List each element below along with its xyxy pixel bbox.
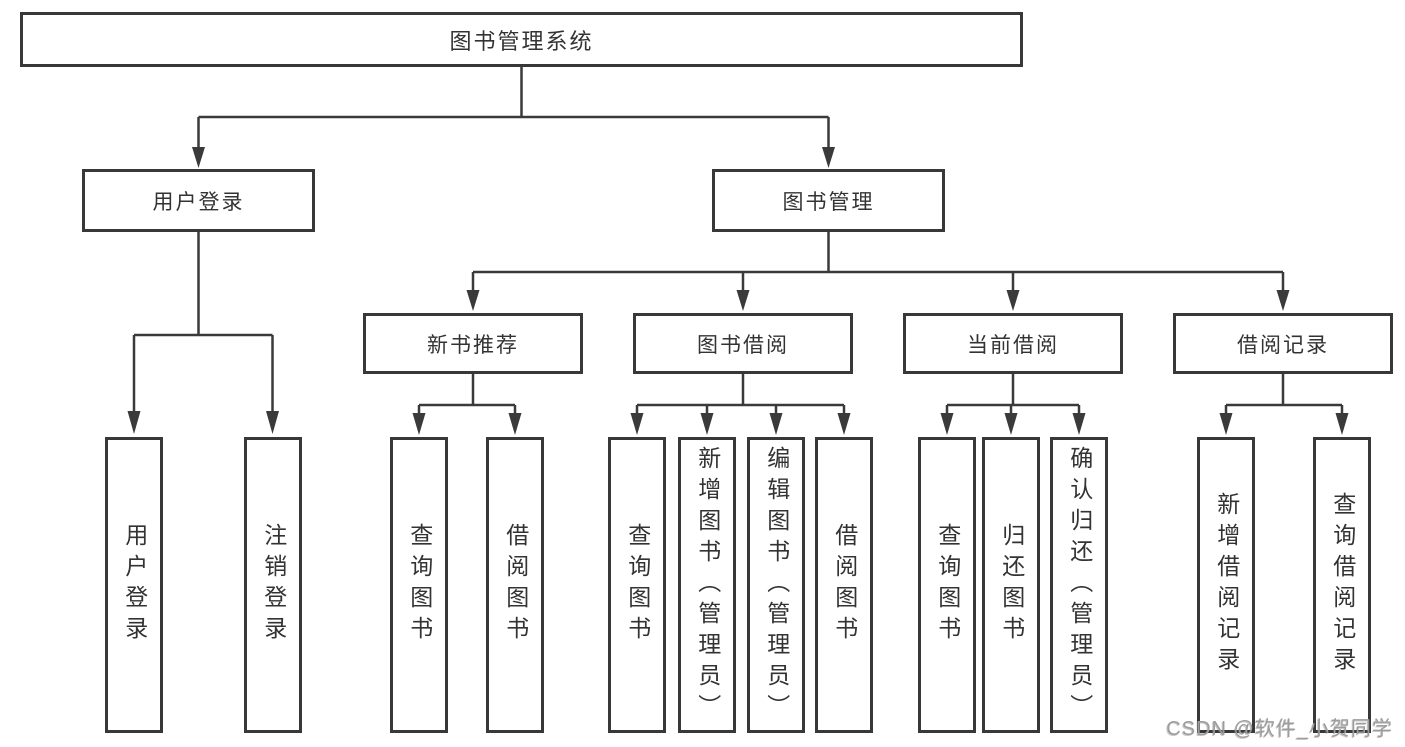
node-book-borrow-label: 图书借阅: [697, 333, 789, 357]
leaf-add-books-admin: 新增图书（管理员）: [678, 437, 736, 733]
node-new-book-recommend-label: 新书推荐: [427, 333, 519, 357]
node-new-book-recommend: 新书推荐: [363, 313, 583, 374]
node-root: 图书管理系统: [20, 12, 1023, 67]
leaf-return-books-label: 归还图书: [998, 523, 1025, 647]
leaf-query-books-borrow-label: 查询图书: [624, 523, 651, 647]
leaf-add-books-admin-label: 新增图书（管理员）: [694, 445, 721, 725]
leaf-query-borrow-record: 查询借阅记录: [1313, 437, 1371, 733]
leaf-add-borrow-record-label: 新增借阅记录: [1213, 492, 1240, 678]
node-book-management: 图书管理: [712, 169, 945, 232]
leaf-confirm-return-admin-label: 确认归还（管理员）: [1066, 445, 1093, 725]
leaf-edit-books-admin: 编辑图书（管理员）: [747, 437, 805, 733]
leaf-user-login: 用户登录: [105, 437, 163, 733]
leaf-borrow-books-label: 借阅图书: [831, 523, 858, 647]
leaf-logout: 注销登录: [244, 437, 302, 733]
node-user-login-label: 用户登录: [152, 190, 245, 214]
node-book-management-label: 图书管理: [782, 190, 875, 214]
leaf-edit-books-admin-label: 编辑图书（管理员）: [763, 445, 790, 725]
leaf-query-books-borrow: 查询图书: [608, 437, 666, 733]
csdn-watermark: CSDN @软件_小贺同学: [1166, 718, 1393, 740]
leaf-return-books: 归还图书: [982, 437, 1040, 733]
leaf-query-books-recommend-label: 查询图书: [406, 523, 433, 647]
leaf-logout-label: 注销登录: [260, 523, 287, 647]
node-current-borrow-label: 当前借阅: [967, 333, 1059, 357]
node-current-borrow: 当前借阅: [903, 313, 1123, 374]
leaf-query-books-current: 查询图书: [918, 437, 976, 733]
node-root-label: 图书管理系统: [449, 28, 594, 54]
leaf-query-borrow-record-label: 查询借阅记录: [1329, 492, 1356, 678]
leaf-borrow-books: 借阅图书: [815, 437, 873, 733]
leaf-borrow-books-recommend-label: 借阅图书: [502, 523, 529, 647]
leaf-add-borrow-record: 新增借阅记录: [1197, 437, 1255, 733]
leaf-borrow-books-recommend: 借阅图书: [486, 437, 544, 733]
leaf-query-books-recommend: 查询图书: [390, 437, 448, 733]
leaf-confirm-return-admin: 确认归还（管理员）: [1050, 437, 1108, 733]
node-book-borrow: 图书借阅: [633, 313, 853, 374]
leaf-query-books-current-label: 查询图书: [934, 523, 961, 647]
node-borrow-records-label: 借阅记录: [1237, 333, 1329, 357]
node-borrow-records: 借阅记录: [1173, 313, 1393, 374]
node-user-login: 用户登录: [82, 169, 315, 232]
leaf-user-login-label: 用户登录: [121, 523, 148, 647]
